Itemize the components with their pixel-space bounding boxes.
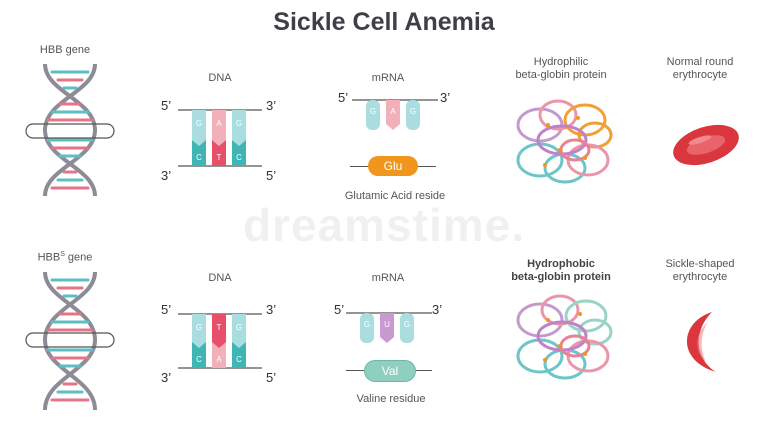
dna-sickle-base-bottom-1: [192, 342, 206, 368]
protein-label-normal-line2: beta-globin protein: [515, 69, 607, 81]
dna-top-letter-1: G: [196, 119, 202, 128]
dna-sickle-top-letter-1: G: [196, 323, 202, 332]
dna-end-3-bottom-normal: 3’: [161, 168, 172, 183]
mrna-sickle-base-1: [360, 313, 374, 343]
mrna-letter-2: A: [390, 107, 396, 116]
page-title: Sickle Cell Anemia: [273, 8, 495, 36]
cell-label-normal-line1: Normal round: [666, 56, 734, 68]
mrna-letter-1: G: [370, 107, 376, 116]
cell-label-sickle-line1: Sickle-shaped: [665, 258, 735, 270]
dna-end-5-top-normal: 5’: [161, 98, 172, 113]
gene-label-hbbs: HBBS gene: [20, 248, 110, 265]
mrna-end-3-normal: 3’: [440, 90, 451, 105]
dna-sickle-base-bottom-3: [232, 342, 246, 368]
dna-end-3-top-sickle: 3’: [266, 302, 277, 317]
protein-label-sickle-line2: beta-globin protein: [511, 271, 611, 283]
dna-sickle-bottom-letter-1: C: [196, 355, 202, 364]
dna-base-top-1: [192, 110, 206, 146]
mrna-sickle-letter-1: G: [364, 320, 370, 329]
dna-sickle-top-letter-2: T: [217, 323, 222, 332]
dna-top-letter-2: A: [216, 119, 222, 128]
mrna-sickle-letter-3: G: [404, 320, 410, 329]
gene-label-hbb: HBB gene: [39, 44, 91, 56]
gene-label-hbbs-base: HBB: [37, 251, 61, 264]
dna-end-5-bottom-sickle: 5’: [266, 370, 277, 385]
gene-label-hbbs-sup: S: [60, 251, 65, 258]
mrna-label-normal: mRNA: [371, 72, 405, 84]
residue-caption-sickle: Valine residue: [356, 393, 426, 405]
mrna-base-3: [406, 100, 420, 130]
cell-label-normal-line2: erythrocyte: [672, 69, 728, 81]
mrna-base-1: [366, 100, 380, 130]
dna-base-bottom-1: [192, 140, 206, 166]
dna-bottom-letter-1: C: [196, 153, 202, 162]
mrna-end-3-sickle: 3’: [432, 302, 443, 317]
dna-base-bottom-3: [232, 140, 246, 166]
watermark: dreamstime.: [242, 199, 525, 251]
dna-sickle-base-top-1: [192, 314, 206, 350]
cell-label-sickle-line2: erythrocyte: [672, 271, 728, 283]
helix-normal: [25, 63, 115, 197]
protein-label-sickle-line1: Hydrophobic: [527, 258, 595, 270]
dna-label-sickle: DNA: [208, 272, 232, 284]
amino-acid-glu: Glu: [368, 156, 418, 176]
dna-end-5-bottom-normal: 5’: [266, 168, 277, 183]
dna-base-bottom-2: [212, 140, 226, 166]
protein-label-normal-line1: Hydrophilic: [533, 56, 589, 68]
gene-label-hbbs-suffix: gene: [64, 251, 93, 264]
cell-label-normal: Normal round erythrocyte: [650, 56, 750, 82]
dna-end-5-top-sickle: 5’: [161, 302, 172, 317]
mrna-end-5-sickle: 5’: [334, 302, 345, 317]
dna-bottom-letter-2: T: [217, 153, 222, 162]
cell-label-sickle: Sickle-shaped erythrocyte: [650, 258, 750, 284]
mrna-sickle-base-3: [400, 313, 414, 343]
protein-label-normal: Hydrophilic beta-globin protein: [496, 56, 626, 82]
dna-base-top-2: [212, 110, 226, 146]
dna-top-letter-3: G: [236, 119, 242, 128]
dna-sickle-base-top-2: [212, 314, 226, 350]
dna-sickle-base-top-3: [232, 314, 246, 350]
dna-sickle-bottom-letter-2: A: [216, 355, 222, 364]
mrna-sickle-letter-2: U: [384, 320, 390, 329]
dna-sickle-base-bottom-2: [212, 342, 226, 368]
mrna-sickle-base-2: [380, 313, 394, 343]
dna-bottom-letter-3: C: [236, 153, 242, 162]
mrna-base-2: [386, 100, 400, 130]
dna-sickle-top-letter-3: G: [236, 323, 242, 332]
dna-end-3-top-normal: 3’: [266, 98, 277, 113]
mrna-label-sickle: mRNA: [371, 272, 405, 284]
mrna-letter-3: G: [410, 107, 416, 116]
dna-label-normal: DNA: [208, 72, 232, 84]
dna-end-3-bottom-sickle: 3’: [161, 370, 172, 385]
dna-base-top-3: [232, 110, 246, 146]
mrna-end-5-normal: 5’: [338, 90, 349, 105]
residue-caption-normal: Glutamic Acid reside: [344, 190, 446, 202]
protein-label-sickle: Hydrophobic beta-globin protein: [496, 258, 626, 284]
dna-sickle-bottom-letter-3: C: [236, 355, 242, 364]
amino-acid-val: Val: [364, 360, 416, 382]
